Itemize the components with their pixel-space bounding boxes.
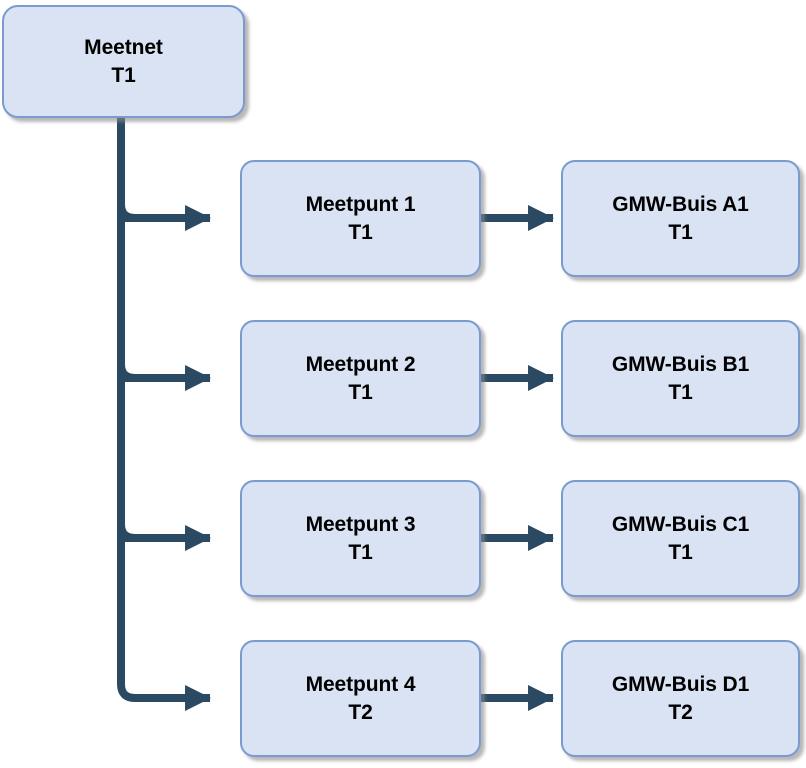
node-gmw-buis-c1-version: T1	[668, 540, 693, 564]
node-meetpunt-4-title: Meetpunt 4	[305, 672, 416, 696]
node-gmw-buis-d1-title: GMW-Buis D1	[611, 672, 750, 696]
node-meetpunt-1-version: T1	[348, 220, 373, 244]
node-gmw-buis-a1-version: T1	[668, 220, 693, 244]
node-gmw-buis-d1-version: T2	[668, 700, 693, 724]
node-gmw-buis-c1[interactable]: GMW-Buis C1 T1	[561, 480, 800, 597]
node-meetpunt-2-version: T1	[348, 380, 373, 404]
node-meetpunt-1[interactable]: Meetpunt 1 T1	[240, 160, 481, 277]
node-meetpunt-4-version: T2	[348, 700, 373, 724]
node-gmw-buis-b1[interactable]: GMW-Buis B1 T1	[561, 320, 800, 437]
node-gmw-buis-b1-title: GMW-Buis B1	[611, 352, 750, 376]
elbow-curve-row-3	[117, 523, 136, 542]
node-gmw-buis-d1[interactable]: GMW-Buis D1 T2	[561, 640, 800, 757]
elbow-curve-row-2	[117, 363, 136, 382]
elbow-curve-row-1	[117, 203, 136, 222]
node-meetpunt-3-version: T1	[348, 540, 373, 564]
node-gmw-buis-b1-version: T1	[668, 380, 693, 404]
node-meetpunt-3[interactable]: Meetpunt 3 T1	[240, 480, 481, 597]
node-meetpunt-3-title: Meetpunt 3	[305, 512, 416, 536]
node-meetnet-title: Meetnet	[84, 35, 163, 59]
node-gmw-buis-a1-title: GMW-Buis A1	[612, 192, 749, 216]
node-meetnet-version: T1	[111, 63, 136, 87]
node-meetpunt-2-title: Meetpunt 2	[305, 352, 416, 376]
node-meetpunt-2[interactable]: Meetpunt 2 T1	[240, 320, 481, 437]
node-meetpunt-1-title: Meetpunt 1	[305, 192, 416, 216]
node-gmw-buis-a1[interactable]: GMW-Buis A1 T1	[561, 160, 800, 277]
node-gmw-buis-c1-title: GMW-Buis C1	[611, 512, 750, 536]
node-meetpunt-4[interactable]: Meetpunt 4 T2	[240, 640, 481, 757]
branch-connector-row-4	[117, 683, 212, 711]
node-meetnet[interactable]: Meetnet T1	[2, 5, 245, 118]
